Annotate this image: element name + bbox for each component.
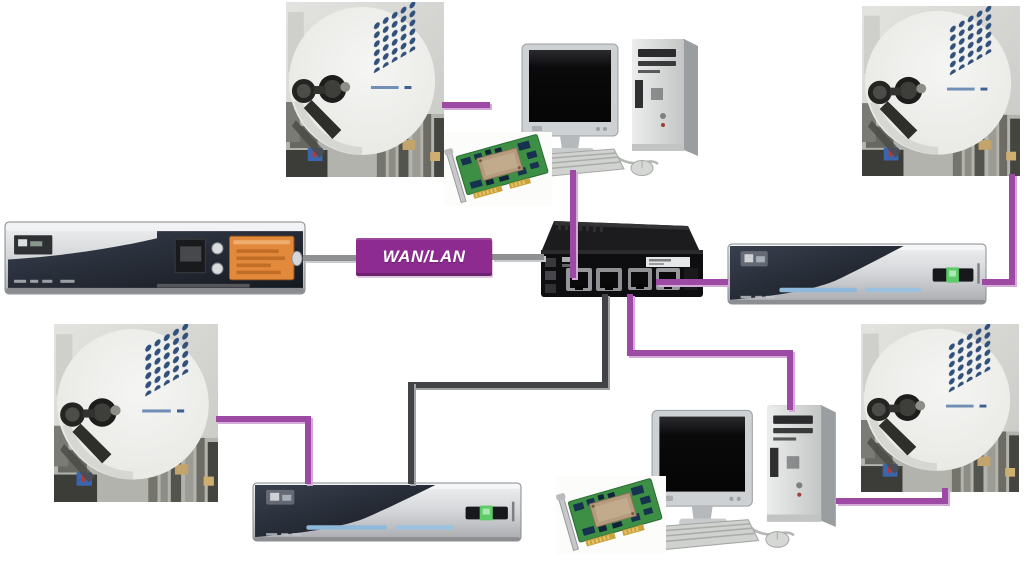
satellite-dish-icon xyxy=(54,324,218,502)
ethernet-switch xyxy=(536,216,706,302)
cable-pc-top-to-switch xyxy=(570,170,576,278)
satellite-dish-bottom-right xyxy=(861,324,1019,492)
wan-lan-label: WAN/LAN xyxy=(356,238,492,276)
pci-network-card-bottom xyxy=(556,476,666,554)
cable-pc-bottom-to-dish-bottom-right-h xyxy=(836,498,948,504)
cable-switch-to-receiver-bottom-h xyxy=(408,382,608,388)
cable-dish-bottom-left-to-receiver-bottom-h xyxy=(216,416,311,422)
satellite-receiver-icon xyxy=(4,221,306,296)
cable-switch-to-receiver-bottom-v2 xyxy=(408,382,414,484)
satellite-receiver-icon xyxy=(727,243,987,306)
pci-network-card-icon xyxy=(444,132,552,206)
pci-network-card-top xyxy=(444,132,552,206)
pci-network-card-icon xyxy=(556,476,666,554)
cable-receiver-right-to-dish-top-right-v xyxy=(1009,174,1015,285)
wan-lan-label-text: WAN/LAN xyxy=(382,247,466,266)
satellite-dish-icon xyxy=(286,2,444,177)
satellite-dish-icon xyxy=(862,6,1020,176)
satellite-dish-bottom-left xyxy=(54,324,218,502)
satellite-receiver-bottom xyxy=(252,482,522,543)
cable-switch-to-receiver-bottom-v1 xyxy=(602,294,608,386)
cable-switch-to-pc-bottom-v2 xyxy=(787,350,793,410)
satellite-receiver-left xyxy=(4,221,306,296)
satellite-receiver-icon xyxy=(252,482,522,543)
cable-receiver-right-to-dish-top-right-h xyxy=(982,279,1015,285)
cable-switch-to-receiver-right xyxy=(656,279,728,285)
cable-pc-bottom-to-dish-bottom-right-v xyxy=(942,488,948,504)
satellite-dish-top-left xyxy=(286,2,444,177)
cable-dish-bottom-left-to-receiver-bottom-v xyxy=(305,416,311,484)
cable-receiver-left-to-wanlan xyxy=(303,255,357,261)
ethernet-switch-icon xyxy=(536,216,706,302)
cable-switch-to-pc-bottom-v1 xyxy=(627,294,633,354)
satellite-dish-top-right xyxy=(862,6,1020,176)
cable-wanlan-to-switch xyxy=(492,254,544,260)
cable-dish-top-left-to-pc-top xyxy=(442,102,490,108)
satellite-dish-icon xyxy=(861,324,1019,492)
cable-switch-to-pc-bottom-h xyxy=(627,350,793,356)
desktop-computer-icon xyxy=(650,402,840,552)
satellite-receiver-right xyxy=(727,243,987,306)
desktop-computer-bottom xyxy=(650,402,840,552)
